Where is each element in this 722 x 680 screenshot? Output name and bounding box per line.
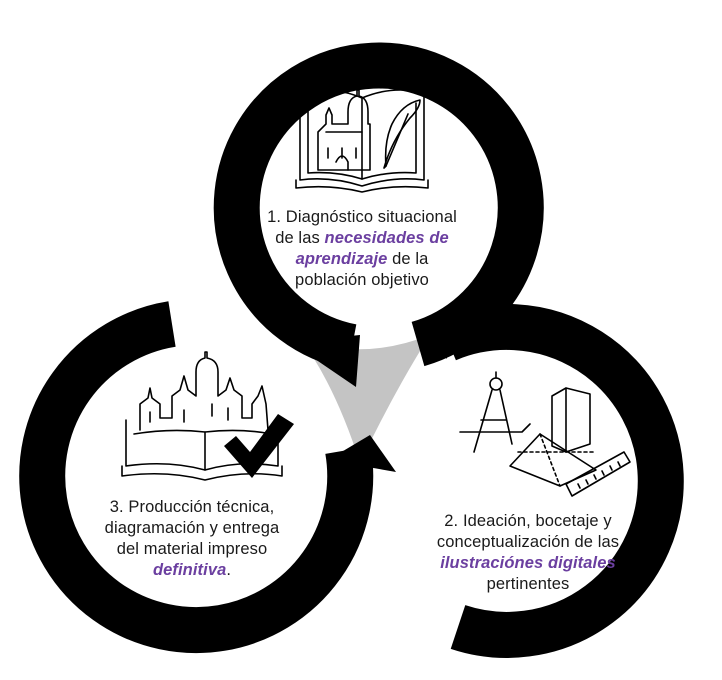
step-3-line3: del material impreso xyxy=(116,540,268,558)
step-3-text: 3. Producción técnica, diagramación y en… xyxy=(76,497,308,581)
step-2-highlight: ilustraciónes digitales xyxy=(440,554,616,572)
ring-step-2 xyxy=(428,303,684,658)
ring-step-1 xyxy=(213,42,544,387)
step-3-line4-end: . xyxy=(226,561,232,579)
step-1-number: 1. xyxy=(267,208,282,226)
step-2-line2: conceptualización de las xyxy=(436,533,620,551)
step-1-line2: de las xyxy=(275,229,325,247)
arrow-head-2 xyxy=(428,319,447,359)
step-1-line4: población objetivo xyxy=(295,271,429,289)
step-1-highlight-a: necesidades de xyxy=(324,229,449,247)
step-1-line3: de la xyxy=(387,250,429,268)
step-2-text: 2. Ideación, bocetaje y conceptualizació… xyxy=(426,511,630,595)
step-3-line1: Producción técnica, xyxy=(128,498,275,516)
compass-ruler-geometry-icon xyxy=(459,371,631,497)
step-1-text: 1. Diagnóstico situacional de las necesi… xyxy=(228,207,496,291)
step-2-number: 2. xyxy=(444,512,459,530)
step-2-line1: Ideación, bocetaje y xyxy=(462,512,612,530)
checkmark-icon xyxy=(224,414,294,478)
book-cathedral-quill-icon xyxy=(295,89,429,193)
step-2-line4: pertinentes xyxy=(486,575,570,593)
book-city-checkmark-icon xyxy=(121,351,294,481)
step-3-number: 3. xyxy=(109,498,124,516)
step-1-highlight-b: aprendizaje xyxy=(295,250,388,268)
arrow-head-1 xyxy=(290,335,360,387)
arrow-head-3 xyxy=(328,435,396,472)
ring-step-3 xyxy=(19,301,396,654)
step-3-line2: diagramación y entrega xyxy=(104,519,280,537)
step-1-line1: Diagnóstico situacional xyxy=(285,208,457,226)
step-3-highlight: definitiva xyxy=(152,561,227,579)
